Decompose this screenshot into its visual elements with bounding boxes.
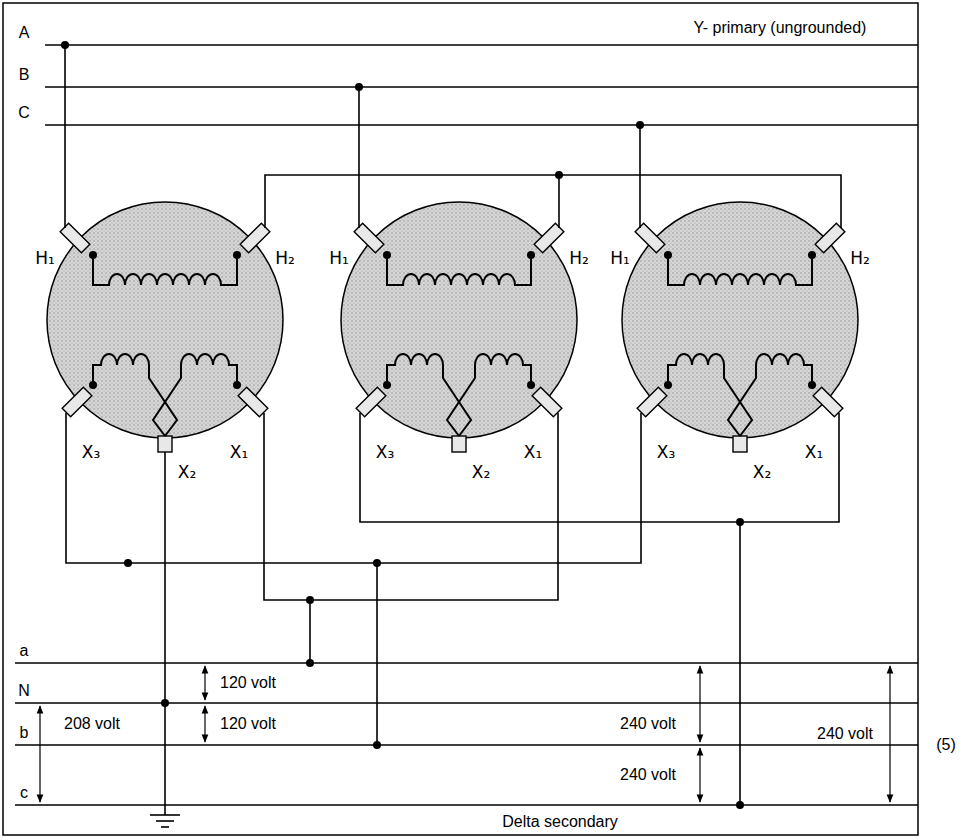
bus-label: a: [20, 642, 29, 660]
terminal-label: X₂: [178, 463, 196, 482]
terminal-label: H₂: [850, 249, 870, 268]
caption-label: Delta secondary: [502, 813, 618, 831]
terminal-label: X₂: [753, 463, 771, 482]
bus-label: N: [18, 682, 30, 700]
bus-label: A: [19, 24, 30, 42]
voltage-label: 240 volt: [618, 766, 678, 784]
transformer: [47, 202, 283, 452]
voltage-arrows: [40, 666, 890, 802]
voltage-label: 240 volt: [618, 715, 678, 733]
terminal-label: H₂: [569, 249, 589, 268]
terminal-label: X₁: [230, 443, 248, 462]
terminal-label: X₃: [82, 443, 100, 462]
voltage-label: 240 volt: [815, 725, 875, 743]
bus-label: c: [20, 784, 28, 802]
frame: [3, 3, 918, 835]
terminal-label: X₂: [472, 463, 490, 482]
heading: Y- primary (ungrounded): [694, 19, 867, 37]
terminal-label: H₁: [35, 249, 55, 268]
figure-number: (5): [936, 736, 956, 754]
wires: [15, 45, 918, 827]
terminal-label: H₂: [275, 249, 295, 268]
voltage-label: 208 volt: [62, 715, 122, 733]
transformer: [622, 202, 858, 452]
terminal-label: X₃: [376, 443, 394, 462]
terminal-label: X₁: [524, 443, 542, 462]
voltage-label: 120 volt: [218, 674, 278, 692]
bus-label: C: [18, 104, 30, 122]
transformer: [341, 202, 577, 452]
terminal-label: H₁: [329, 249, 349, 268]
bus-label: B: [19, 66, 30, 84]
bus-label: b: [20, 724, 29, 742]
terminal-label: X₁: [805, 443, 823, 462]
terminal-label: X₃: [657, 443, 675, 462]
terminal-label: H₁: [610, 249, 630, 268]
junction-dots: [61, 41, 744, 809]
voltage-label: 120 volt: [218, 715, 278, 733]
